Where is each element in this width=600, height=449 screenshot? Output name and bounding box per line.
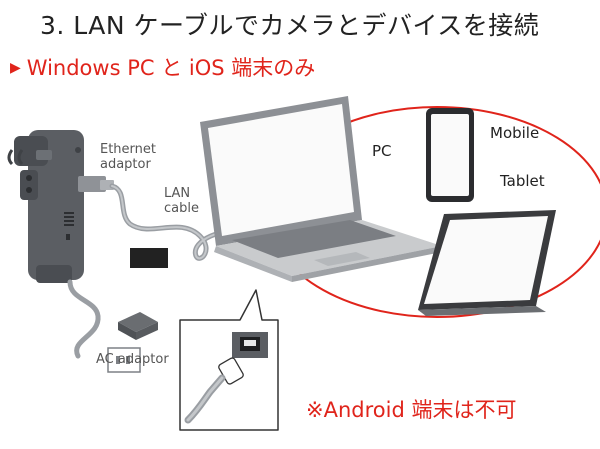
ethernet-adaptor — [78, 176, 114, 192]
page-title: 3. LAN ケーブルでカメラとデバイスを接続 — [40, 11, 540, 40]
accessory-block — [130, 248, 168, 268]
label-ethernet-line2: adaptor — [100, 157, 151, 172]
mobile-phone — [426, 108, 474, 202]
ac-adaptor — [107, 312, 158, 373]
label-pc: PC — [372, 142, 392, 160]
subtitle-marker: ▶ — [10, 60, 21, 76]
page-subtitle: ▶ Windows PC と iOS 端末のみ — [10, 52, 315, 82]
label-ethernet-adaptor: Ethernet adaptor — [100, 142, 156, 172]
camera-device — [7, 130, 84, 283]
subtitle-text: Windows PC と iOS 端末のみ — [26, 56, 316, 80]
label-lan-cable: LAN cable — [164, 186, 199, 216]
label-ac-adaptor: AC adaptor — [96, 352, 169, 367]
tablet — [418, 210, 556, 316]
label-tablet: Tablet — [500, 172, 545, 190]
port-callout — [179, 289, 279, 431]
label-mobile: Mobile — [490, 124, 540, 142]
label-lan-line2: cable — [164, 201, 199, 216]
label-ethernet-line1: Ethernet — [100, 142, 156, 157]
android-note: ※Android 端末は不可 — [306, 398, 517, 422]
power-cable — [67, 279, 101, 359]
laptop — [200, 96, 442, 282]
label-lan-line1: LAN — [164, 186, 191, 201]
